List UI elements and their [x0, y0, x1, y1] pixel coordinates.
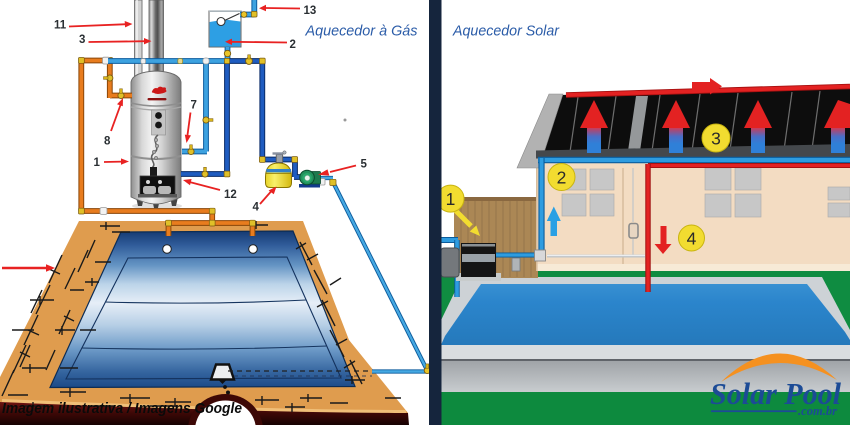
- svg-text:2: 2: [290, 39, 296, 51]
- svg-text:2: 2: [557, 168, 567, 188]
- svg-text:3: 3: [711, 129, 721, 149]
- svg-text:Aquecedor Solar: Aquecedor Solar: [452, 24, 560, 40]
- svg-text:5: 5: [361, 159, 368, 171]
- svg-text:11: 11: [54, 20, 67, 32]
- svg-text:13: 13: [304, 5, 317, 17]
- svg-text:.com.br: .com.br: [798, 403, 838, 418]
- svg-text:Aquecedor à Gás: Aquecedor à Gás: [305, 24, 418, 40]
- svg-text:Imagem ilustrativa / Imagens G: Imagem ilustrativa / Imagens Google: [2, 400, 242, 417]
- svg-text:12: 12: [224, 189, 237, 201]
- svg-text:3: 3: [79, 34, 85, 46]
- svg-text:Solar Pool: Solar Pool: [710, 376, 841, 411]
- svg-text:8: 8: [104, 136, 111, 148]
- svg-text:1: 1: [446, 189, 456, 209]
- svg-text:1: 1: [94, 157, 101, 169]
- svg-text:7: 7: [191, 100, 197, 112]
- svg-text:4: 4: [687, 229, 697, 249]
- svg-text:4: 4: [253, 202, 260, 214]
